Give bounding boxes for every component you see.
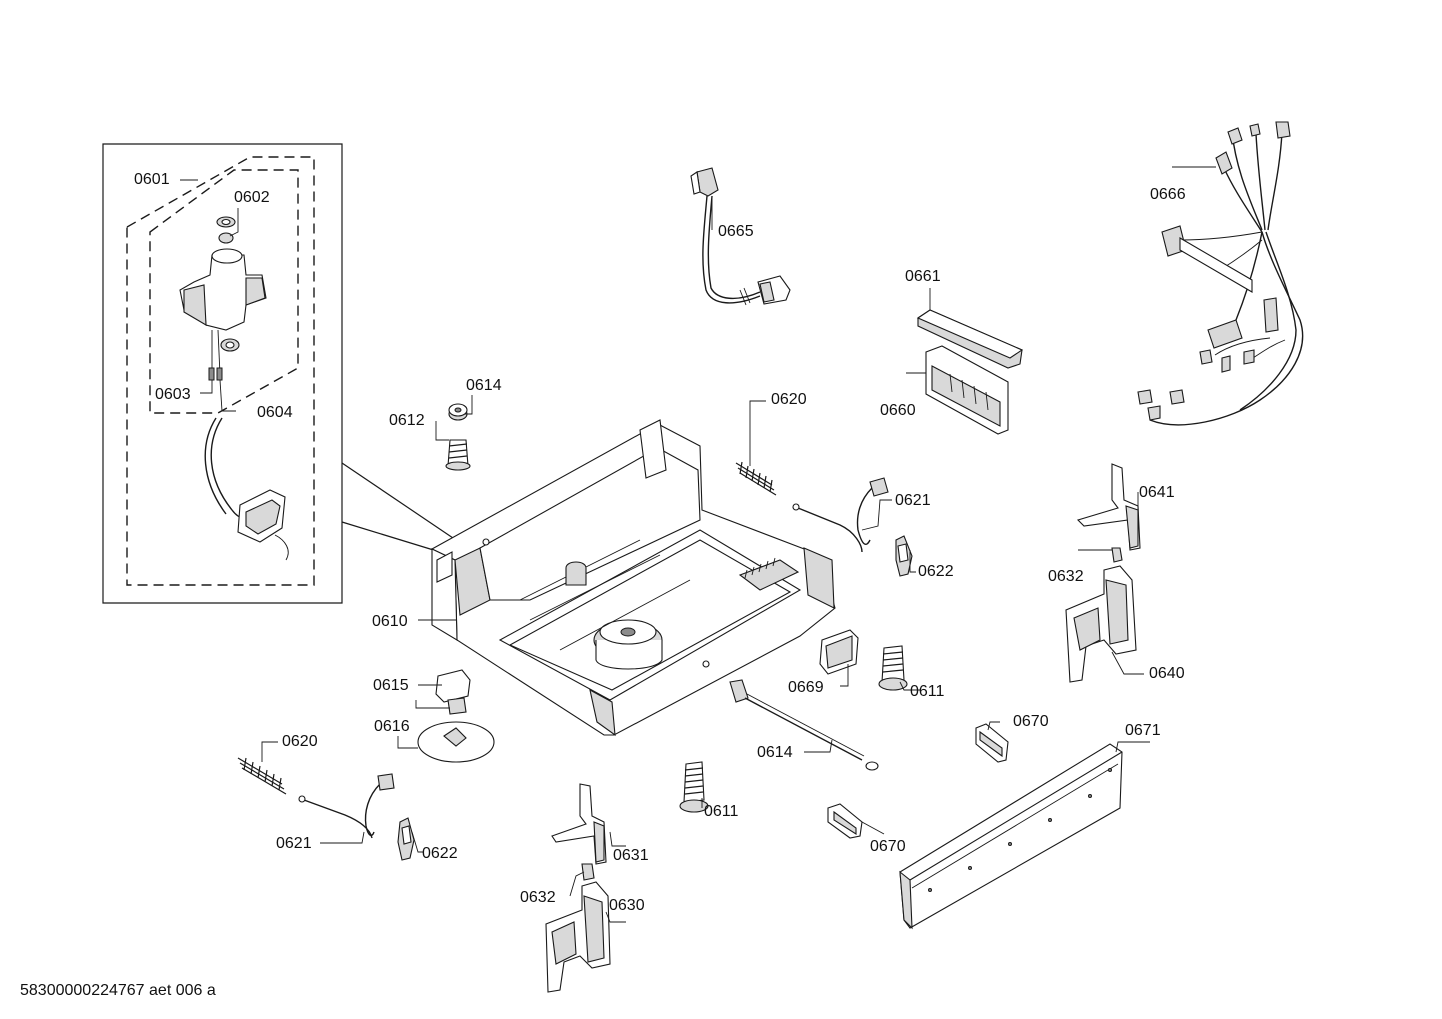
callout-0614-upper: 0614 xyxy=(466,377,502,394)
callout-0615: 0615 xyxy=(373,677,409,694)
hinge-0641 xyxy=(1078,464,1140,550)
callout-0670-lower: 0670 xyxy=(870,838,906,855)
nut-0614-upper xyxy=(449,404,467,420)
callout-0632-right: 0632 xyxy=(1048,568,1084,585)
callout-0621-upper: 0621 xyxy=(895,492,931,509)
clip-0622-lower xyxy=(398,818,414,860)
callout-0620-upper: 0620 xyxy=(771,391,807,408)
wire-harness-0666 xyxy=(1138,122,1303,425)
callout-0670-upper: 0670 xyxy=(1013,713,1049,730)
hinge-clip-0632-right xyxy=(1112,548,1122,562)
hinge-plate-0640 xyxy=(1066,566,1136,682)
inset-pointer-line-lower xyxy=(342,522,440,552)
inlet-valve-detail-inset xyxy=(103,144,453,603)
clip-0670-upper xyxy=(976,724,1008,762)
callout-0602: 0602 xyxy=(234,189,270,206)
callout-leaders xyxy=(180,167,1216,922)
callout-0612: 0612 xyxy=(389,412,425,429)
callout-0601: 0601 xyxy=(134,171,170,188)
callout-0620-lower: 0620 xyxy=(282,733,318,750)
callout-0632-lower: 0632 xyxy=(520,889,556,906)
hinge-clip-0632-lower xyxy=(582,864,594,880)
callout-0611-lower: 0611 xyxy=(704,803,739,820)
callout-0631: 0631 xyxy=(613,847,649,864)
callout-0611-right: 0611 xyxy=(910,683,945,700)
screw-0612 xyxy=(446,440,470,470)
hinge-0631 xyxy=(552,784,606,864)
clip-0622-upper xyxy=(896,536,912,576)
callout-0604: 0604 xyxy=(257,404,293,421)
holder-0660 xyxy=(926,346,1008,434)
toe-kick-0671 xyxy=(900,744,1122,928)
callout-0665: 0665 xyxy=(718,223,754,240)
bracket-0669 xyxy=(820,630,858,674)
clip-0670-lower xyxy=(828,804,862,838)
callout-0622-upper: 0622 xyxy=(918,563,954,580)
foot-0611-right xyxy=(879,646,907,690)
cable-0621-lower xyxy=(299,774,394,838)
callout-0666: 0666 xyxy=(1150,186,1186,203)
callout-0630: 0630 xyxy=(609,897,645,914)
callout-0616: 0616 xyxy=(374,718,410,735)
callout-0614-lower: 0614 xyxy=(757,744,793,761)
callout-0622-lower: 0622 xyxy=(422,845,458,862)
callout-0669: 0669 xyxy=(788,679,824,696)
callout-0641: 0641 xyxy=(1139,484,1175,501)
callout-0661: 0661 xyxy=(905,268,941,285)
power-cord-0665 xyxy=(691,168,790,305)
foot-0611-lower xyxy=(680,762,708,812)
callout-0640: 0640 xyxy=(1149,665,1185,682)
callout-0671: 0671 xyxy=(1125,722,1161,739)
inner-dashed-group-0603 xyxy=(150,170,298,413)
inlet-hose-0604 xyxy=(205,418,288,560)
spring-0620-upper xyxy=(736,462,776,495)
outer-dashed-group-0601 xyxy=(127,157,314,585)
cable-0621-upper xyxy=(793,478,888,552)
callout-0660: 0660 xyxy=(880,402,916,419)
clip-0615 xyxy=(436,670,470,714)
inset-frame xyxy=(103,144,342,603)
cable-0614-lower xyxy=(730,680,878,770)
spring-0620-lower xyxy=(238,758,286,794)
inset-pointer-line-upper xyxy=(342,463,453,538)
hinge-plate-0630 xyxy=(546,882,610,992)
callout-0610: 0610 xyxy=(372,613,408,630)
callout-0603: 0603 xyxy=(155,386,191,403)
drawing-reference-number: 58300000224767 aet 006 a xyxy=(20,982,216,999)
base-tub-0610 xyxy=(432,420,835,735)
disc-0616 xyxy=(418,722,494,762)
callout-0621-lower: 0621 xyxy=(276,835,312,852)
inlet-valve-0602 xyxy=(180,217,266,380)
